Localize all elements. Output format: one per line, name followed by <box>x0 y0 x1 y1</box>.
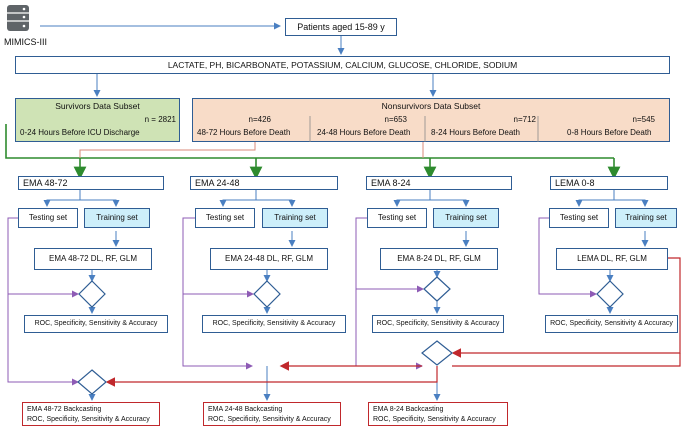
methods-box-2: EMA 24-48 DL, RF, GLM <box>210 248 328 270</box>
backcasting-box-3: EMA 8-24 Backcasting ROC, Specificity, S… <box>368 402 508 426</box>
model-box-2: EMA 24-48 <box>190 176 338 190</box>
decision-diamond <box>421 340 453 366</box>
decision-diamond <box>253 280 281 308</box>
training-set-box-1: Training set <box>84 208 150 228</box>
nonsurvivors-count-1: n=426 <box>248 115 271 124</box>
metrics-box-3: ROC, Specificity, Sensitivity & Accuracy <box>372 315 504 333</box>
training-set-box-4: Training set <box>615 208 677 228</box>
nonsurvivors-window-4: 0-8 Hours Before Death <box>567 128 652 137</box>
backcasting-metrics-1: ROC, Specificity, Sensitivity & Accuracy <box>27 416 150 423</box>
testing-set-box-3: Testing set <box>367 208 427 228</box>
backcasting-metrics-2: ROC, Specificity, Sensitivity & Accuracy <box>208 416 331 423</box>
variables-box: LACTATE, PH, BICARBONATE, POTASSIUM, CAL… <box>15 56 670 74</box>
survivors-window: 0-24 Hours Before ICU Discharge <box>20 128 140 137</box>
nonsurvivors-subset-box: Nonsurvivors Data Subset n=426 48-72 Hou… <box>192 98 670 142</box>
metrics-box-4: ROC, Specificity, Sensitivity & Accuracy <box>545 315 678 333</box>
metrics-box-1: ROC, Specificity, Sensitivity & Accuracy <box>24 315 168 333</box>
model-box-4: LEMA 0-8 <box>550 176 668 190</box>
survivors-subset-box: Survivors Data Subset n = 2821 0-24 Hour… <box>15 98 180 142</box>
nonsurvivors-count-4: n=545 <box>632 115 655 124</box>
nonsurvivors-window-2: 24-48 Hours Before Death <box>317 128 411 137</box>
model-box-3: EMA 8-24 <box>366 176 512 190</box>
backcasting-box-2: EMA 24-48 Backcasting ROC, Specificity, … <box>203 402 341 426</box>
backcasting-title-3: EMA 8-24 Backcasting <box>373 406 444 413</box>
backcasting-title-1: EMA 48-72 Backcasting <box>27 406 102 413</box>
nonsurvivors-count-3: n=712 <box>513 115 536 124</box>
source-label: MIMICS-III <box>4 37 47 47</box>
database-icon <box>7 5 29 31</box>
metrics-box-2: ROC, Specificity, Sensitivity & Accuracy <box>202 315 346 333</box>
backcasting-title-2: EMA 24-48 Backcasting <box>208 406 283 413</box>
methods-box-4: LEMA DL, RF, GLM <box>556 248 668 270</box>
decision-diamond <box>77 369 107 395</box>
methods-box-1: EMA 48-72 DL, RF, GLM <box>34 248 152 270</box>
decision-diamond <box>596 280 624 308</box>
backcasting-box-1: EMA 48-72 Backcasting ROC, Specificity, … <box>22 402 160 426</box>
survivors-title: Survivors Data Subset <box>55 101 140 111</box>
nonsurvivors-title: Nonsurvivors Data Subset <box>381 101 481 111</box>
nonsurvivors-window-3: 8-24 Hours Before Death <box>431 128 520 137</box>
testing-set-box-2: Testing set <box>195 208 255 228</box>
decision-diamond <box>78 280 106 308</box>
testing-set-box-4: Testing set <box>549 208 609 228</box>
patients-box: Patients aged 15-89 y <box>285 18 397 36</box>
model-box-1: EMA 48-72 <box>18 176 164 190</box>
backcasting-metrics-3: ROC, Specificity, Sensitivity & Accuracy <box>373 416 496 423</box>
survivors-count: n = 2821 <box>144 115 176 124</box>
decision-diamond <box>423 276 451 302</box>
nonsurvivors-count-2: n=653 <box>384 115 407 124</box>
testing-set-box-1: Testing set <box>18 208 78 228</box>
methods-box-3: EMA 8-24 DL, RF, GLM <box>380 248 498 270</box>
training-set-box-2: Training set <box>262 208 328 228</box>
nonsurvivors-window-1: 48-72 Hours Before Death <box>197 128 291 137</box>
training-set-box-3: Training set <box>433 208 499 228</box>
